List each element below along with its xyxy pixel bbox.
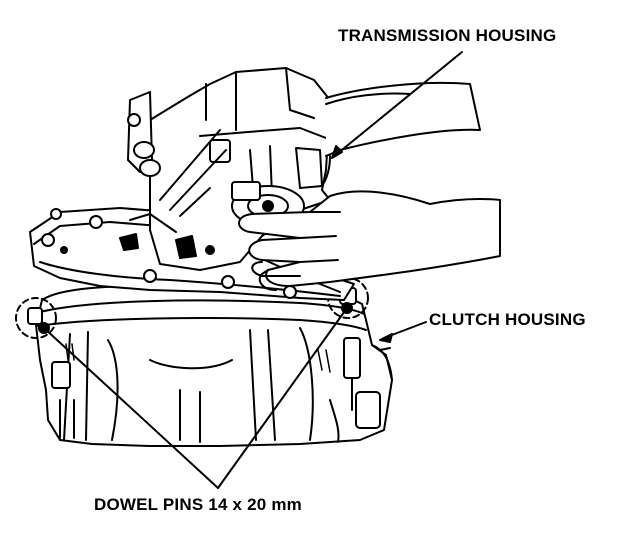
transmission-housing-label: TRANSMISSION HOUSING bbox=[338, 26, 557, 45]
arrowhead-clutch-housing bbox=[379, 333, 393, 343]
hands bbox=[238, 81, 501, 291]
leader-dowel-right bbox=[217, 307, 348, 489]
clutch-housing-label: CLUTCH HOUSING bbox=[429, 310, 586, 329]
dowel-pins-label: DOWEL PINS 14 x 20 mm bbox=[94, 495, 302, 514]
leader-transmission-housing bbox=[331, 51, 463, 159]
arrowhead-transmission-housing bbox=[331, 145, 343, 159]
clutch-housing bbox=[35, 285, 393, 447]
leader-lines bbox=[43, 51, 463, 489]
leader-dowel-left bbox=[43, 327, 219, 489]
transmission-housing bbox=[29, 67, 355, 301]
